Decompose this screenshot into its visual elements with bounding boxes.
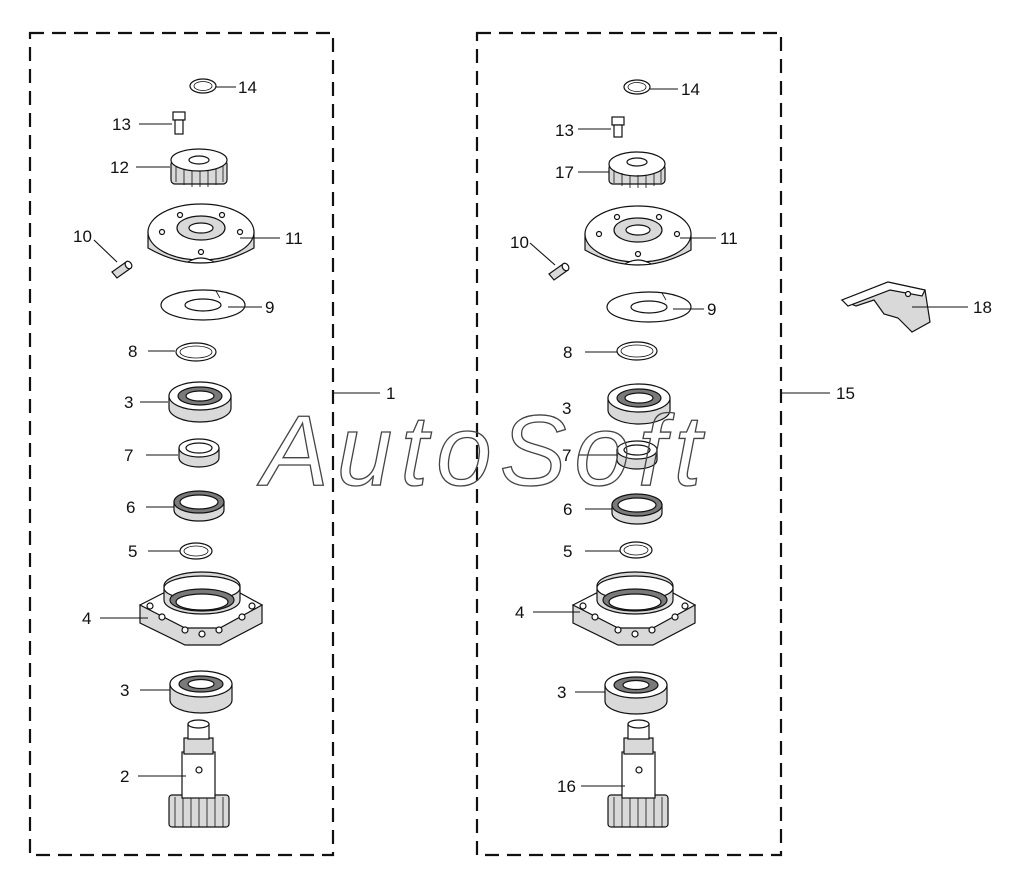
snap-ring-icon <box>623 79 651 95</box>
thrust-washer-icon <box>606 291 692 323</box>
callout-2: 2 <box>120 767 129 786</box>
callout-5: 5 <box>128 542 137 561</box>
ball-bearing-icon <box>607 383 671 425</box>
callout-16: 16 <box>557 777 576 796</box>
callout-9: 9 <box>707 300 716 319</box>
bolt-icon <box>611 116 625 138</box>
watermark-text: AutoSoft <box>257 395 710 507</box>
spacer-ring-icon <box>178 438 220 468</box>
bolt-icon <box>172 111 186 135</box>
seal-ring-icon <box>173 490 225 522</box>
snap-ring-icon <box>189 78 217 94</box>
assembly-1-label: 1 <box>386 384 395 403</box>
callout-14: 14 <box>681 80 700 99</box>
callout-14: 14 <box>238 78 257 97</box>
assembly-1-frame <box>28 31 335 857</box>
callout-18: 18 <box>973 298 992 317</box>
callout-7: 7 <box>124 446 133 465</box>
bearing-housing-icon <box>571 571 697 646</box>
thrust-washer-icon <box>160 289 246 321</box>
ball-bearing-icon <box>169 670 233 714</box>
callout-10: 10 <box>73 227 92 246</box>
spanner-wrench-icon <box>840 281 931 333</box>
seal-ring-icon <box>611 493 663 525</box>
ball-bearing-icon <box>168 381 232 423</box>
pin-icon <box>548 262 570 281</box>
small-o-ring-icon <box>179 542 213 560</box>
assembly-15-label: 15 <box>836 384 855 403</box>
callout-3a: 3 <box>124 393 133 412</box>
pinion-shaft-icon <box>607 719 669 828</box>
spacer-ring-icon <box>616 440 658 470</box>
callout-8: 8 <box>128 342 137 361</box>
callout-13: 13 <box>555 121 574 140</box>
ball-bearing-icon <box>604 671 668 715</box>
o-ring-icon <box>175 342 217 362</box>
o-ring-icon <box>616 341 658 361</box>
callout-4: 4 <box>82 609 91 628</box>
lock-nut-icon <box>170 148 228 187</box>
flange-plate-icon <box>584 205 692 266</box>
callout-6: 6 <box>563 500 572 519</box>
bearing-housing-icon <box>138 571 264 646</box>
callout-13: 13 <box>112 115 131 134</box>
callout-3b: 3 <box>557 683 566 702</box>
assembly-15: 14 13 17 10 <box>510 79 738 828</box>
callout-10: 10 <box>510 233 529 252</box>
callout-11: 11 <box>720 229 738 248</box>
pinion-shaft-icon <box>168 719 230 828</box>
callout-5: 5 <box>563 542 572 561</box>
callout-3b: 3 <box>120 681 129 700</box>
flange-plate-icon <box>147 203 255 264</box>
lock-nut-icon <box>608 151 666 188</box>
callout-6: 6 <box>126 498 135 517</box>
callout-7: 7 <box>562 446 571 465</box>
callout-17: 17 <box>555 163 574 182</box>
assembly-15-frame <box>475 31 783 857</box>
callout-8: 8 <box>563 343 572 362</box>
callout-12: 12 <box>110 158 129 177</box>
callout-4: 4 <box>515 603 524 622</box>
assembly-1: 14 13 12 10 <box>73 78 303 828</box>
callout-9: 9 <box>265 298 274 317</box>
pin-icon <box>111 260 133 279</box>
callout-11: 11 <box>285 229 303 248</box>
small-o-ring-icon <box>619 541 653 559</box>
callout-3a: 3 <box>562 399 571 418</box>
